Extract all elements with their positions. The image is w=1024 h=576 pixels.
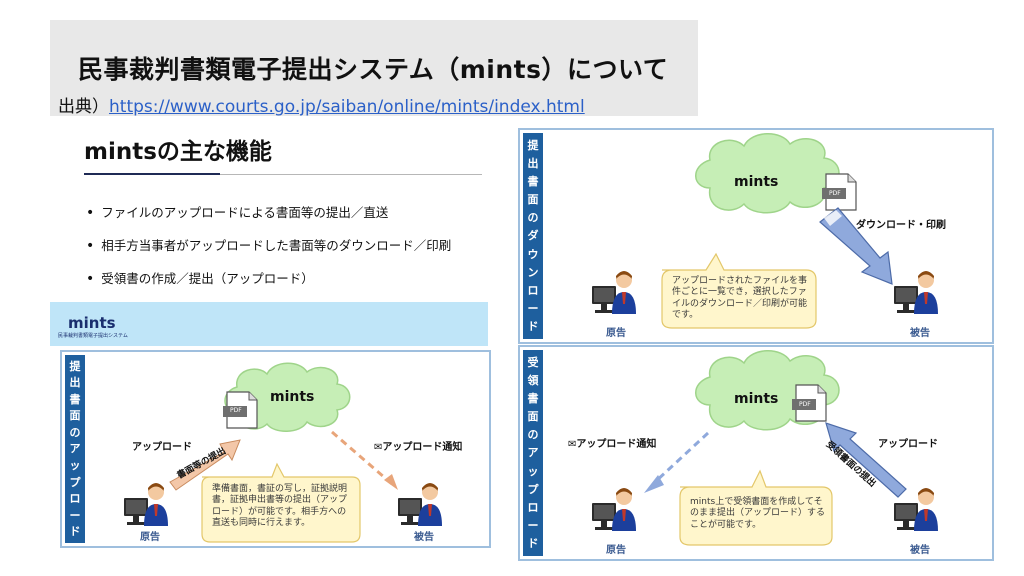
mints-logo: mints <box>68 314 116 332</box>
defendant-icon <box>398 483 442 526</box>
notify-label: ✉アップロード通知 <box>374 442 463 453</box>
cloud-shape <box>695 133 840 214</box>
upload-diagram <box>124 362 442 543</box>
feature-text: 相手方当事者がアップロードした書面等のダウンロード／印刷 <box>101 238 452 253</box>
heading-underline <box>84 173 220 175</box>
receipt-side-label: 受領書面のアップロード <box>523 350 543 556</box>
plaintiff-label: 原告 <box>606 545 626 556</box>
notify-label: ✉アップロード通知 <box>568 439 657 450</box>
download-print-label: ダウンロード・印刷 <box>856 220 946 231</box>
download-panel: 提出書面のダウンロード mints PDF ダウンロード・印刷 アップロードされ… <box>518 128 994 344</box>
cloud-label: mints <box>734 174 779 190</box>
mints-logo-subtitle: 民事裁判書類電子提出システム <box>58 333 128 339</box>
receipt-arrow <box>825 422 907 498</box>
feature-item: •相手方当事者がアップロードした書面等のダウンロード／印刷 <box>86 238 452 254</box>
speech-bubble <box>201 462 361 543</box>
speech-bubble <box>679 469 833 546</box>
plaintiff-icon <box>124 483 168 526</box>
defendant-label: 被告 <box>910 328 930 339</box>
source-link[interactable]: https://www.courts.go.jp/saiban/online/m… <box>109 97 585 117</box>
download-arrow <box>819 207 893 285</box>
cloud-label: mints <box>270 389 315 405</box>
upload-side-label: 提出書面のアップロード <box>65 355 85 543</box>
download-diagram <box>592 133 938 329</box>
upload-label: アップロード <box>132 442 192 453</box>
bubble-text: mints上で受領書面を作成してそのまま提出（アップロード）することが可能です。 <box>690 497 826 530</box>
plaintiff-icon <box>592 271 636 314</box>
plaintiff-label: 原告 <box>606 328 626 339</box>
pdf-label: PDF <box>799 401 811 408</box>
section-heading: mintsの主な機能 <box>84 139 272 165</box>
mints-logo-bar: mints 民事裁判書類電子提出システム <box>50 302 488 346</box>
feature-item: •ファイルのアップロードによる書面等の提出／直送 <box>86 205 389 221</box>
page-title: 民事裁判書類電子提出システム（mints）について <box>78 55 669 84</box>
feature-text: 受領書の作成／提出（アップロード） <box>101 271 314 286</box>
upload-label: アップロード <box>878 439 938 450</box>
bubble-text: アップロードされたファイルを事件ごとに一覧でき，選択したファイルのダウンロード／… <box>672 276 808 320</box>
receipt-panel: 受領書面のアップロード mints PDF ✉アップロード通知 アップロード 受… <box>518 345 994 561</box>
pdf-label: PDF <box>829 190 841 197</box>
feature-text: ファイルのアップロードによる書面等の提出／直送 <box>101 205 389 220</box>
upload-arrow <box>169 439 241 491</box>
heading-rule <box>220 174 482 175</box>
cloud-label: mints <box>734 391 779 407</box>
plaintiff-label: 原告 <box>140 532 160 543</box>
notify-arrow-line <box>331 430 393 486</box>
header-banner <box>50 20 698 116</box>
defendant-icon <box>894 271 938 314</box>
source-prefix: 出典） <box>58 97 109 117</box>
mail-icon: ✉ <box>568 439 577 450</box>
pdf-label: PDF <box>230 407 242 414</box>
upload-panel: 提出書面のアップロード アップロード mints PDF 書面等の提出 ✉アップ… <box>60 350 491 548</box>
plaintiff-icon <box>592 488 636 531</box>
mail-icon: ✉ <box>374 442 383 453</box>
receipt-diagram <box>592 350 938 546</box>
speech-bubble <box>661 252 817 329</box>
source-line: 出典）https://www.courts.go.jp/saiban/onlin… <box>58 92 585 117</box>
download-side-label: 提出書面のダウンロード <box>523 133 543 339</box>
defendant-label: 被告 <box>414 532 434 543</box>
defendant-label: 被告 <box>910 545 930 556</box>
notify-arrow-line <box>652 431 710 485</box>
bubble-text: 準備書面，書証の写し，証拠説明書，証拠申出書等の提出（アップロード）が可能です。… <box>212 484 348 528</box>
feature-item: •受領書の作成／提出（アップロード） <box>86 271 314 287</box>
